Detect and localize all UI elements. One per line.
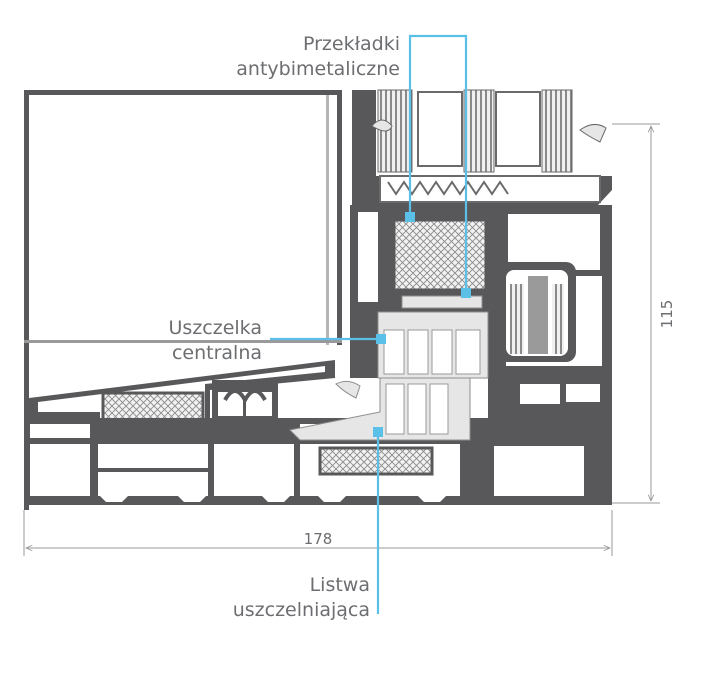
label-uszczelka-line2: centralna <box>172 342 262 364</box>
anti-bimetal-spacers <box>401 295 483 309</box>
central-gasket <box>377 311 489 379</box>
label-przekladki-line1: Przekładki <box>303 33 400 55</box>
callout-przekladki <box>405 34 471 298</box>
dimension-height-label: 115 <box>658 300 676 329</box>
left-frame <box>24 90 342 510</box>
dimension-height <box>612 123 660 504</box>
sash <box>352 89 612 205</box>
callout-uszczelka <box>270 334 386 344</box>
label-przekladki-line2: antybimetaliczne <box>236 58 400 80</box>
drainage-clip <box>212 380 278 458</box>
label-listwa-line2: uszczelniająca <box>233 599 370 621</box>
glass-spacer-right <box>541 89 573 173</box>
roller-carriage <box>498 262 576 362</box>
sealing-strip <box>288 377 471 441</box>
callout-listwa <box>373 427 383 614</box>
glass-spacer-mid <box>463 89 495 173</box>
dimension-width <box>23 510 613 556</box>
rail-insulation <box>318 446 434 476</box>
central-insulation <box>392 218 488 292</box>
thermal-break <box>380 212 498 309</box>
label-uszczelka-line1: Uszczelka <box>169 317 262 339</box>
dimension-width-label: 178 <box>304 530 333 548</box>
label-listwa-line1: Listwa <box>310 574 370 596</box>
